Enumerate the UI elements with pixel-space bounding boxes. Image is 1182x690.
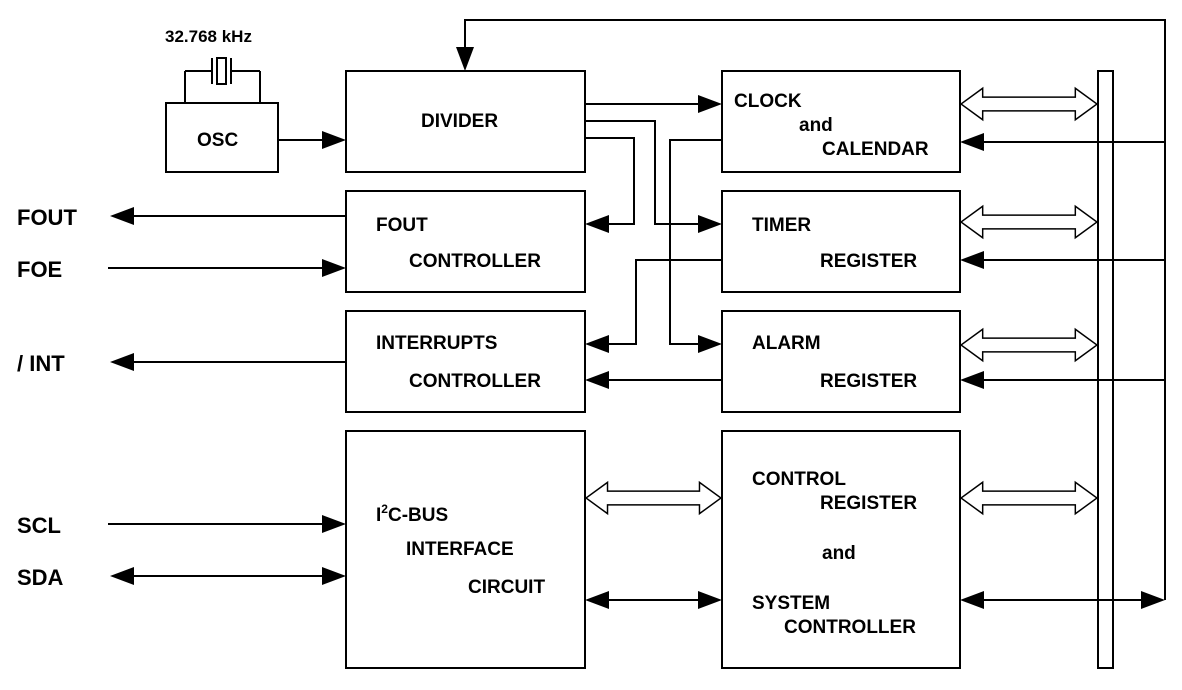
alarm-bus-link (961, 328, 1097, 362)
i2c-interface-block: I2C-BUS INTERFACE CIRCUIT (345, 430, 586, 669)
divider-to-clock-arrow (585, 95, 722, 113)
i2c-line1: I2C-BUS (376, 502, 448, 526)
timer-register-block: TIMER REGISTER (721, 190, 961, 293)
clock-bus-link (961, 87, 1097, 121)
timer-to-interrupts-arrow (585, 259, 722, 353)
i2c-control-bidir-arrow (585, 591, 722, 609)
control-register-line5: CONTROLLER (784, 617, 916, 638)
control-bus-bidir-arrow (960, 591, 1165, 609)
int-arrow (110, 353, 346, 371)
i2c-line2: INTERFACE (406, 539, 514, 560)
interrupts-controller-line1: INTERRUPTS (376, 333, 497, 354)
osc-block: OSC (165, 102, 279, 173)
alarm-register-block: ALARM REGISTER (721, 310, 961, 413)
divider-to-timer-arrow (585, 120, 722, 233)
fout-controller-line2: CONTROLLER (409, 251, 541, 272)
bus-to-clock-arrow (960, 133, 1165, 151)
bus-to-timer-arrow (960, 251, 1165, 269)
fout-controller-line1: FOUT (376, 215, 428, 236)
divider-label: DIVIDER (421, 111, 498, 132)
clock-calendar-line1: CLOCK (734, 91, 802, 112)
pin-foe: FOE (17, 257, 62, 282)
clock-calendar-line2: and (799, 115, 833, 136)
scl-arrow (108, 515, 346, 533)
pin-sda: SDA (17, 565, 64, 590)
timer-register-line2: REGISTER (820, 251, 917, 272)
pin-scl: SCL (17, 513, 61, 538)
control-register-block: CONTROL REGISTER and SYSTEM CONTROLLER (721, 430, 961, 669)
interrupts-controller-block: INTERRUPTS CONTROLLER (345, 310, 586, 413)
i2c-line3: CIRCUIT (468, 577, 545, 598)
alarm-to-interrupts-arrow (585, 371, 722, 389)
timer-register-line1: TIMER (752, 215, 811, 236)
clock-to-alarm-arrow (669, 139, 722, 353)
i2c-control-bus-link (586, 481, 721, 515)
crystal-frequency-label: 32.768 kHz (165, 27, 252, 46)
bus-to-alarm-arrow (960, 371, 1165, 389)
divider-block: DIVIDER (345, 70, 586, 173)
fout-controller-block: FOUT CONTROLLER (345, 190, 586, 293)
foe-arrow (108, 259, 346, 277)
clock-calendar-line3: CALENDAR (822, 139, 929, 160)
clock-calendar-block: CLOCK and CALENDAR (721, 70, 961, 173)
alarm-register-line2: REGISTER (820, 371, 917, 392)
alarm-register-line1: ALARM (752, 333, 821, 354)
divider-to-fout-arrow (585, 137, 635, 233)
pin-int: / INT (17, 351, 65, 376)
osc-to-divider-arrow (278, 131, 346, 149)
timer-bus-link (961, 205, 1097, 239)
fout-arrow (110, 207, 346, 225)
sda-arrow (110, 567, 346, 585)
crystal-symbol (184, 57, 261, 103)
osc-label: OSC (197, 130, 238, 151)
control-register-line1: CONTROL (752, 469, 846, 490)
pin-fout: FOUT (17, 205, 77, 230)
control-bus-link (961, 481, 1097, 515)
internal-bus (1097, 70, 1114, 669)
control-register-line3: and (822, 543, 856, 564)
control-register-line4: SYSTEM (752, 593, 830, 614)
interrupts-controller-line2: CONTROLLER (409, 371, 541, 392)
bus-to-divider-feedback (456, 19, 1166, 600)
control-register-line2: REGISTER (820, 493, 917, 514)
